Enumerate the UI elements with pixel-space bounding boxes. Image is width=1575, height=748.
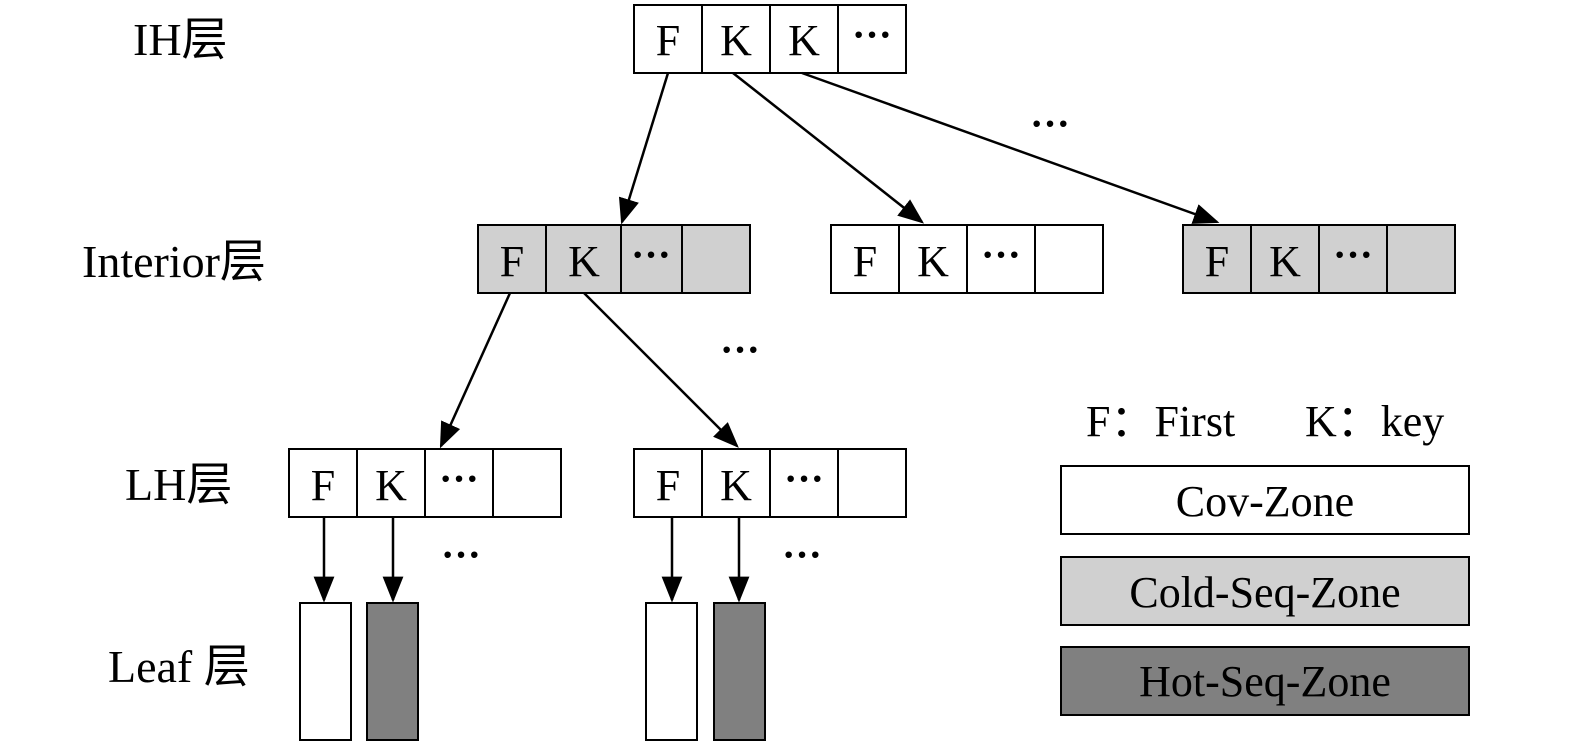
ih-node: F K K ···	[633, 4, 907, 74]
legend: F：First K：key Cov-Zone Cold-Seq-Zone Hot…	[1060, 397, 1470, 716]
lh-node-1: F K ···	[288, 448, 562, 518]
lh-1-cell-ellipsis: ···	[439, 456, 479, 501]
interior-node-1: F K ···	[477, 224, 751, 294]
lh-2-cell-ellipsis: ···	[784, 456, 824, 501]
ellipsis-interior-more: ···	[720, 327, 760, 372]
legend-swatch-hot-seq-zone	[1060, 646, 1470, 716]
layer-label-leaf: Leaf 层	[108, 641, 250, 692]
interior-3-cell-first: F	[1205, 237, 1229, 286]
lh-1-cell-first: F	[311, 461, 335, 510]
leaf-node-cov	[645, 602, 698, 741]
edge-interior-to-lh-1	[439, 292, 512, 449]
lh-2-cell-first: F	[656, 461, 680, 510]
interior-node-1-box	[477, 224, 751, 294]
leaf-node-cov	[299, 602, 352, 741]
layer-label-ih: IH层	[133, 14, 228, 65]
legend-abbrev-first: F：First	[1086, 397, 1235, 446]
ellipsis-lh-right-more: ···	[782, 532, 822, 577]
interior-node-3: F K ···	[1182, 224, 1456, 294]
leaf-node-hot	[366, 602, 419, 741]
interior-1-cell-first: F	[500, 237, 524, 286]
edge-ih-to-interior-1	[618, 72, 670, 225]
ellipsis-ih-more: ···	[1030, 101, 1070, 146]
interior-1-cell-ellipsis: ···	[631, 232, 671, 277]
interior-3-cell-ellipsis: ···	[1333, 232, 1373, 277]
interior-2-cell-first: F	[853, 237, 877, 286]
legend-label-hot-seq-zone: Hot-Seq-Zone	[1139, 657, 1391, 706]
ih-cell-key: K	[788, 16, 820, 65]
legend-label-cov-zone: Cov-Zone	[1176, 477, 1354, 526]
legend-swatch-cov-zone	[1060, 465, 1470, 535]
legend-abbrev-key: K：key	[1305, 397, 1444, 446]
ellipsis-lh-left-more: ···	[441, 532, 481, 577]
lh-2-cell-key: K	[720, 461, 752, 510]
interior-3-cell-key: K	[1269, 237, 1301, 286]
lh-1-cell-key: K	[375, 461, 407, 510]
interior-2-cell-ellipsis: ···	[981, 232, 1021, 277]
legend-swatch-cold-seq-zone	[1060, 556, 1470, 626]
leaf-node-hot	[713, 602, 766, 741]
layer-label-interior: Interior层	[82, 236, 266, 287]
interior-1-cell-key: K	[568, 237, 600, 286]
ih-cell-key: K	[720, 16, 752, 65]
ih-cell-ellipsis: ···	[852, 12, 892, 57]
edge-ih-to-interior-3	[801, 71, 1220, 224]
edge-ih-to-interior-2	[732, 72, 925, 224]
legend-label-cold-seq-zone: Cold-Seq-Zone	[1129, 568, 1400, 617]
interior-node-2: F K ···	[830, 224, 1104, 294]
edge-interior-to-lh-2	[583, 292, 739, 448]
interior-2-cell-key: K	[917, 237, 949, 286]
ih-cell-first: F	[656, 16, 680, 65]
lh-node-2: F K ···	[633, 448, 907, 518]
layer-label-lh: LH层	[125, 459, 232, 510]
